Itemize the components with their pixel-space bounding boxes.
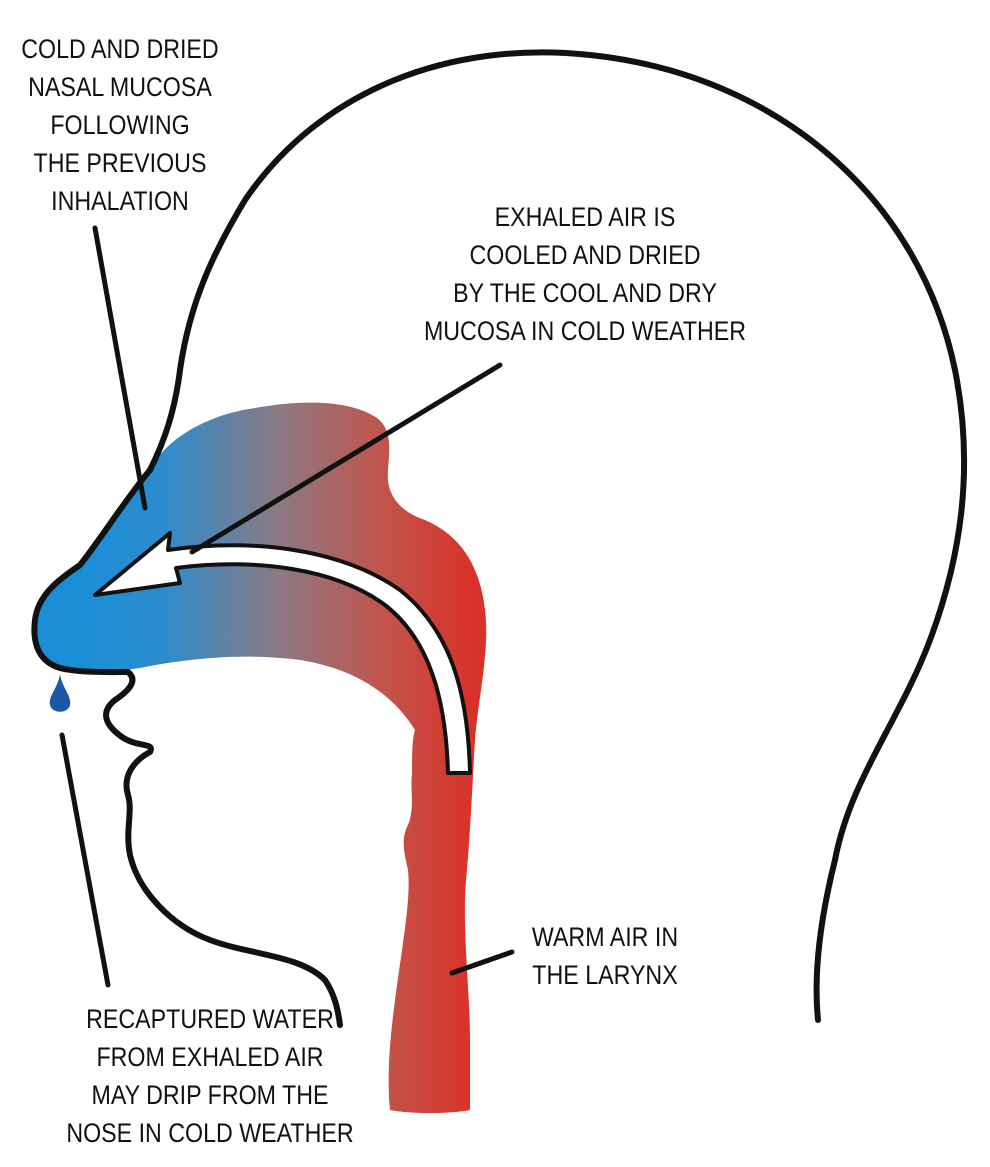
leader-line-mucosa: [95, 228, 145, 508]
mouth-chin-outline: [106, 672, 340, 1025]
label-larynx: WARM AIR IN THE LARYNX: [506, 918, 704, 994]
label-nasal-mucosa: COLD AND DRIED NASAL MUCOSA FOLLOWING TH…: [8, 30, 232, 220]
leader-line-droplet: [62, 735, 108, 985]
label-recaptured-water: RECAPTURED WATER FROM EXHALED AIR MAY DR…: [55, 1000, 365, 1152]
water-droplet-icon: [50, 674, 71, 712]
label-exhaled-air: EXHALED AIR IS COOLED AND DRIED BY THE C…: [413, 198, 757, 350]
